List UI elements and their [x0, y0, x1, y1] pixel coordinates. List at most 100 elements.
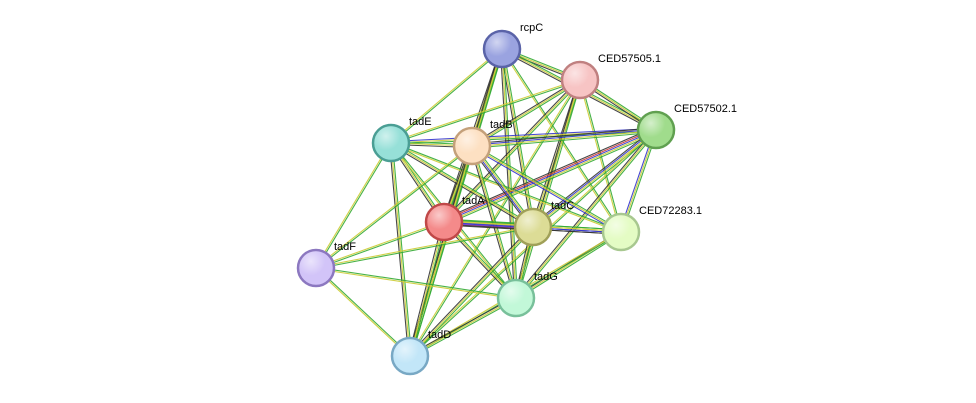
edge-evidence-line: [471, 127, 656, 145]
node-rcpc[interactable]: rcpC: [482, 22, 543, 69]
edge-evidence-line: [315, 144, 472, 268]
node-highlight: [299, 251, 333, 285]
edge-evidence-line: [444, 130, 657, 224]
edge-evidence-line: [442, 78, 580, 222]
node-label: CED57505.1: [598, 53, 661, 65]
edge-evidence-line: [531, 127, 655, 226]
node-highlight: [393, 339, 427, 373]
edge-evidence-line: [443, 129, 657, 223]
node-label: tadF: [334, 241, 356, 253]
node-highlight: [516, 210, 550, 244]
node-label: CED72283.1: [639, 205, 702, 217]
edge-evidence-line: [316, 143, 393, 269]
edge-evidence-line: [315, 268, 410, 357]
edge-evidence-line: [390, 127, 656, 143]
node-label: tadC: [551, 200, 574, 212]
edge-evidence-line: [315, 225, 533, 268]
node-tadf[interactable]: tadF: [296, 241, 356, 288]
edge-tade-tadd: [388, 142, 413, 357]
node-tade[interactable]: tadE: [371, 116, 432, 163]
edge-evidence-line: [471, 79, 581, 147]
edge-evidence-line: [444, 132, 658, 226]
edge-evidence-line: [410, 146, 474, 357]
node-label: tadD: [428, 329, 451, 341]
node-highlight: [604, 215, 638, 249]
edge-ced57505-1-tada: [442, 78, 582, 224]
edge-evidence-line: [410, 298, 517, 358]
edge-tadb-ced72283-1: [470, 144, 623, 234]
edge-evidence-line: [470, 78, 580, 146]
edge-evidence-line: [390, 48, 502, 143]
edges-layer: [314, 47, 658, 358]
edge-evidence-line: [471, 128, 656, 146]
edge-evidence-line: [316, 222, 445, 270]
edge-evidence-line: [516, 130, 658, 300]
node-highlight: [485, 32, 519, 66]
edge-evidence-line: [388, 143, 410, 357]
edge-tadb-tadf: [315, 144, 473, 270]
node-ced72283-1[interactable]: CED72283.1: [601, 205, 702, 252]
edge-evidence-line: [409, 296, 516, 356]
node-label: tadB: [490, 119, 513, 131]
edge-evidence-line: [391, 130, 657, 146]
edge-evidence-line: [516, 232, 623, 300]
edge-ced57505-1-tade: [390, 78, 581, 145]
node-tadd[interactable]: tadD: [390, 329, 451, 376]
node-label: tadG: [534, 271, 558, 283]
edge-evidence-line: [442, 126, 656, 220]
node-label: CED57502.1: [674, 103, 737, 115]
edge-evidence-line: [315, 220, 444, 268]
edge-tada-tadf: [315, 220, 445, 270]
edge-evidence-line: [390, 143, 621, 234]
edge-ced57502-1-tadb: [471, 127, 657, 149]
node-highlight: [563, 63, 597, 97]
edge-evidence-line: [390, 142, 411, 357]
node-ced57505-1[interactable]: CED57505.1: [560, 53, 661, 100]
edge-evidence-line: [502, 48, 519, 298]
edge-evidence-line: [410, 80, 582, 357]
edge-tade-ced72283-1: [390, 141, 622, 234]
edge-tadg-tadd: [409, 296, 517, 358]
edge-tadf-tadg: [315, 266, 517, 300]
edge-evidence-line: [472, 144, 623, 232]
edge-evidence-line: [443, 128, 656, 222]
edge-evidence-line: [316, 266, 517, 298]
edge-evidence-line: [443, 79, 581, 223]
edge-evidence-line: [532, 128, 656, 227]
edge-evidence-line: [316, 146, 473, 270]
node-tada[interactable]: tadA: [424, 195, 485, 242]
node-highlight: [427, 205, 461, 239]
node-label: rcpC: [520, 22, 543, 34]
node-highlight: [374, 126, 408, 160]
edge-tadf-tadd: [315, 267, 411, 357]
edge-evidence-line: [444, 80, 582, 224]
edge-evidence-line: [391, 142, 413, 356]
edge-tade-tadf: [314, 142, 393, 269]
node-highlight: [639, 113, 673, 147]
edge-evidence-line: [391, 80, 581, 145]
edge-evidence-line: [390, 78, 580, 143]
edge-evidence-line: [409, 297, 517, 357]
node-tadb[interactable]: tadB: [452, 119, 513, 166]
edge-ced57502-1-tada: [442, 126, 658, 226]
edge-evidence-line: [501, 48, 517, 299]
edge-evidence-line: [316, 227, 534, 270]
edge-ced57502-1-tade: [390, 127, 657, 146]
node-tadg[interactable]: tadG: [496, 271, 558, 318]
node-tadc[interactable]: tadC: [513, 200, 574, 247]
edge-evidence-line: [471, 145, 622, 233]
edge-rcpc-tadg: [499, 48, 519, 299]
edge-evidence-line: [472, 131, 657, 149]
edge-rcpc-tade: [390, 48, 503, 144]
edge-evidence-line: [470, 146, 621, 234]
node-label: tadA: [462, 195, 485, 207]
edge-evidence-line: [499, 49, 516, 299]
node-highlight: [455, 129, 489, 163]
edge-evidence-line: [472, 130, 657, 148]
edge-evidence-line: [316, 267, 411, 356]
edge-evidence-line: [315, 268, 516, 300]
node-ced57502-1[interactable]: CED57502.1: [636, 103, 737, 150]
edge-evidence-line: [391, 141, 622, 232]
edge-evidence-line: [410, 222, 446, 357]
